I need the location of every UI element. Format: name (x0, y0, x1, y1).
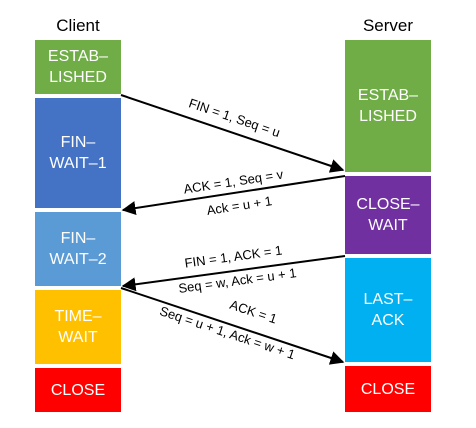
final-ack-label-above: ACK = 1 (228, 297, 279, 327)
server-state-close-wait: CLOSE– WAIT (345, 176, 431, 254)
server-fin-arrow (121, 255, 346, 292)
fin-arrow (120, 94, 345, 173)
ack-label-above: ACK = 1, Seq = v (183, 166, 285, 196)
client-state-time-wait: TIME– WAIT (35, 290, 121, 364)
client-state-close: CLOSE (35, 368, 121, 412)
ack-arrow (121, 175, 346, 216)
ack-label-below: Ack = u + 1 (206, 193, 273, 218)
client-state-established: ESTAB– LISHED (35, 40, 121, 94)
client-state-fin-wait-1: FIN– WAIT–1 (35, 98, 121, 208)
server-state-last-ack: LAST– ACK (345, 258, 431, 362)
server-state-close: CLOSE (345, 366, 431, 412)
client-title: Client (56, 16, 100, 35)
server-title: Server (362, 16, 414, 35)
server-state-established: ESTAB– LISHED (345, 40, 431, 172)
client-state-fin-wait-2: FIN– WAIT–2 (35, 212, 121, 286)
final-ack-arrow (120, 287, 345, 365)
